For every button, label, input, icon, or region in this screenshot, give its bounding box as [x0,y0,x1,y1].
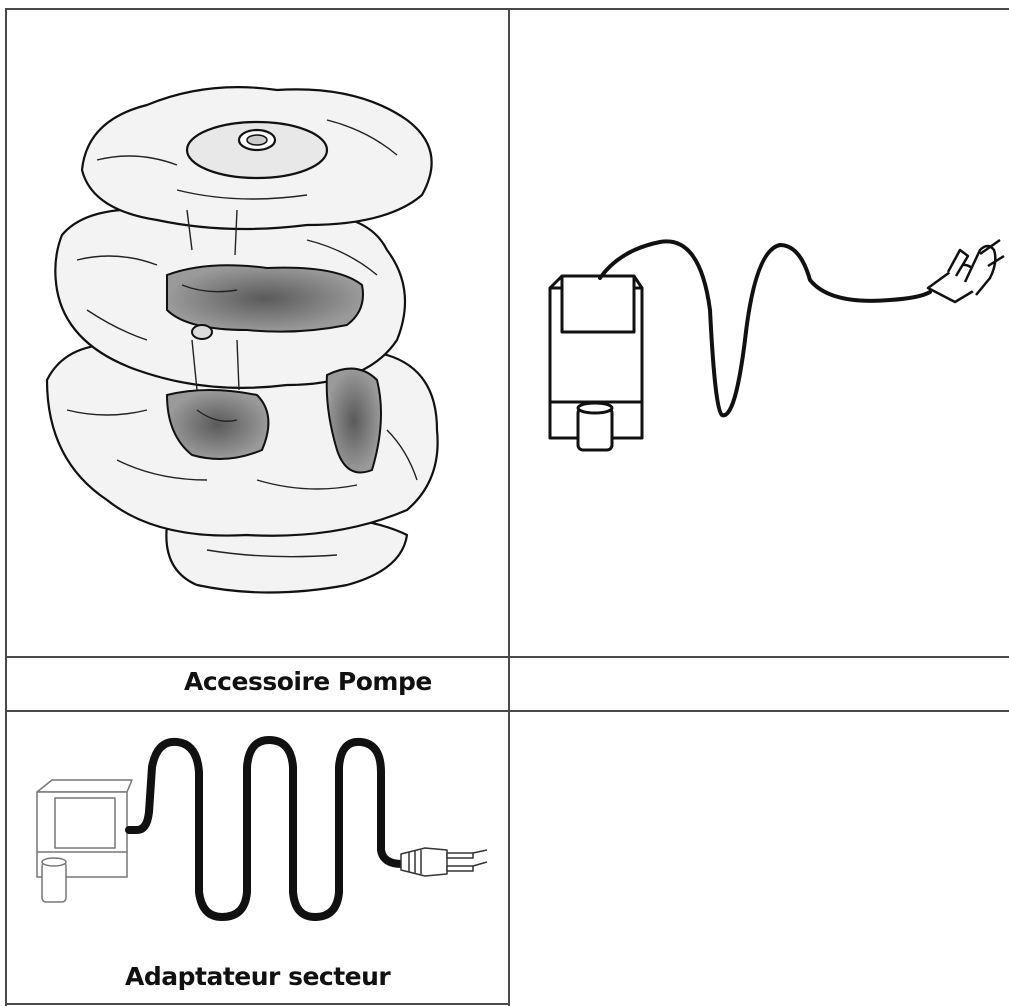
pump-image-cell [7,712,508,960]
water-pump-with-cable-icon [36,736,488,921]
transformer-image-cell [510,10,1009,656]
pump-accessory-caption: Accessoire Pompe [184,667,432,696]
table-border-bottom [5,1003,510,1005]
table-row-divider-2 [5,710,1009,712]
rock-waterfall-fountain-icon [45,86,439,594]
table-divider-vertical [508,8,510,1006]
table-border-left [5,8,7,1006]
fountain-image-cell [7,10,508,656]
power-adapter-caption: Adaptateur secteur [125,962,391,991]
table-row-divider-1 [5,656,1009,658]
pump-transformer-with-plug-icon [548,238,1005,452]
table-border-top [5,8,1009,10]
